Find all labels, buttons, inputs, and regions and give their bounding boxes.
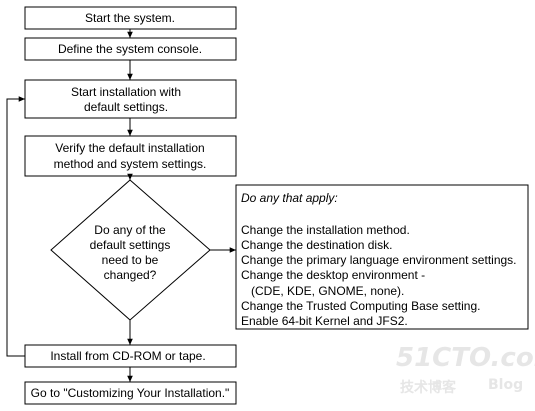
step-start-system-label: Start the system. — [85, 11, 175, 25]
option-item: Change the destination disk. — [241, 238, 392, 252]
step-define-console-label: Define the system console. — [58, 42, 202, 56]
watermark-blog: Blog — [488, 377, 523, 393]
option-item: Change the Trusted Computing Base settin… — [241, 299, 480, 313]
step-goto-customizing-label: Go to "Customizing Your Installation." — [31, 386, 230, 400]
step-verify-line2: method and system settings. — [54, 157, 207, 171]
watermark: 51CTO.com 技术博客 Blog — [396, 343, 535, 396]
decision-line4: changed? — [104, 268, 157, 282]
option-item: (CDE, KDE, GNOME, none). — [241, 284, 404, 298]
option-item: Change the desktop environment - — [241, 268, 425, 282]
options-box: Do any that apply: Change the installati… — [235, 184, 529, 330]
option-item: Change the primary language environment … — [241, 253, 517, 267]
decision-diamond: Do any of the default settings need to b… — [50, 179, 211, 321]
step-verify-line1: Verify the default installation — [55, 141, 204, 155]
decision-line1: Do any of the — [94, 223, 166, 237]
step-install-media-label: Install from CD-ROM or tape. — [50, 349, 205, 363]
step-start-system: Start the system. — [24, 6, 237, 30]
watermark-subtitle: 技术博客 — [400, 379, 457, 396]
option-item: Enable 64-bit Kernel and JFS2. — [241, 314, 408, 328]
step-start-installation-line2: default settings. — [84, 100, 168, 114]
decision-line2: default settings — [90, 238, 171, 252]
option-item: Change the installation method. — [241, 223, 410, 237]
step-define-console: Define the system console. — [24, 37, 237, 61]
loop-back-line — [6, 96, 25, 357]
step-install-media: Install from CD-ROM or tape. — [24, 344, 237, 368]
step-start-installation-line1: Start installation with — [71, 85, 181, 99]
watermark-brand: 51CTO.com — [396, 343, 535, 373]
step-start-installation: Start installation with default settings… — [24, 79, 237, 119]
decision-line3: need to be — [102, 253, 159, 267]
step-verify-settings: Verify the default installation method a… — [24, 135, 237, 177]
options-heading: Do any that apply: — [241, 191, 338, 205]
step-goto-customizing: Go to "Customizing Your Installation." — [24, 381, 237, 405]
